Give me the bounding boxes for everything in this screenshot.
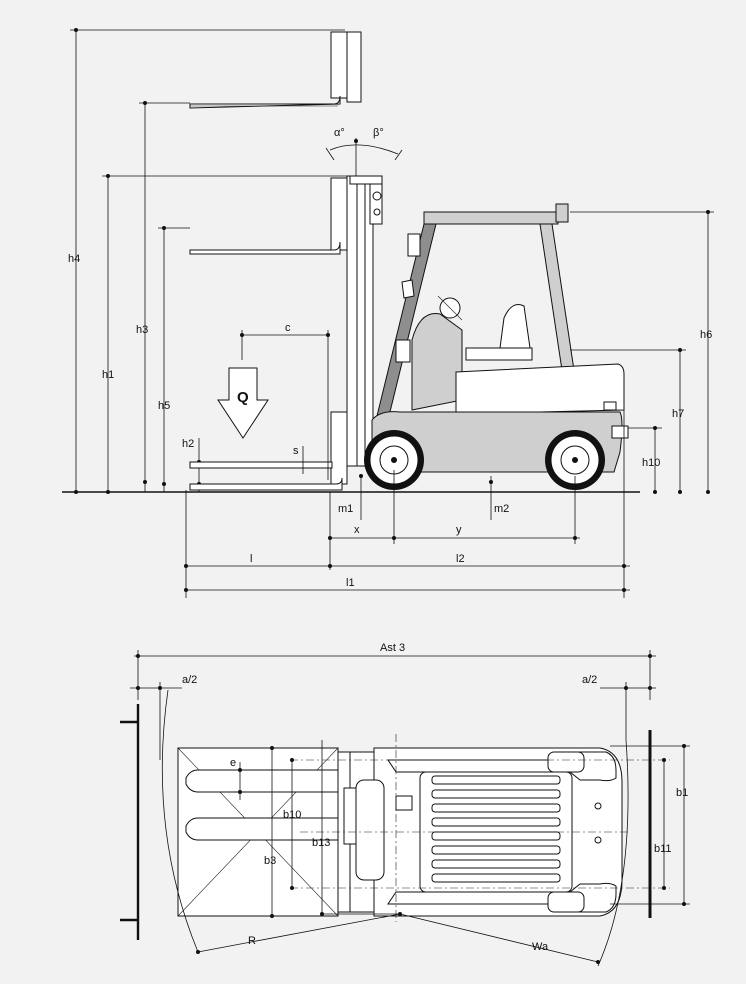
label-ast3: Ast 3 <box>380 642 405 654</box>
label-a2-left: a/2 <box>182 674 197 686</box>
label-a2-right: a/2 <box>582 674 597 686</box>
label-m2: m2 <box>494 503 509 515</box>
turning-arc-left <box>161 689 199 953</box>
label-Wa: Wa <box>532 941 549 953</box>
label-b3: b3 <box>264 855 276 867</box>
forks-lowered <box>189 411 348 491</box>
wheels-top <box>547 751 585 913</box>
aisle-dots <box>136 654 652 690</box>
label-l1: l1 <box>346 577 355 589</box>
label-Q: Q <box>237 389 249 406</box>
load-arrow <box>217 367 269 439</box>
dimension-dots-left <box>74 28 201 494</box>
label-l: l <box>250 553 252 565</box>
height-dimensions-right <box>570 211 714 492</box>
label-R: R <box>248 935 256 947</box>
label-c: c <box>285 322 291 334</box>
width-dots <box>238 744 686 918</box>
side-view: h4 h3 h1 h5 h2 <box>62 28 714 598</box>
turning-arc-right <box>597 739 629 967</box>
top-view: Ast 3 a/2 a/2 <box>120 642 690 967</box>
label-y: y <box>456 524 462 536</box>
label-h4: h4 <box>68 253 80 265</box>
raised-carriage-top <box>189 31 362 109</box>
label-b1: b1 <box>676 787 688 799</box>
rear-wheel <box>545 430 605 490</box>
mast <box>346 175 383 467</box>
dimension-dots-bottom <box>184 474 626 592</box>
raised-carriage-mid <box>189 177 348 255</box>
tilt-angle-indicator <box>325 138 403 176</box>
radius-Wa <box>399 913 599 963</box>
label-l2: l2 <box>456 553 465 565</box>
cab-interior <box>395 279 533 411</box>
aisle-dimensions <box>130 650 656 760</box>
height-dimensions-left <box>70 29 348 492</box>
label-b10: b10 <box>283 809 301 821</box>
label-b11: b11 <box>654 843 672 855</box>
label-h7: h7 <box>672 408 684 420</box>
label-h5: h5 <box>158 400 170 412</box>
label-h3: h3 <box>136 324 148 336</box>
label-b13: b13 <box>312 837 330 849</box>
label-beta: β° <box>373 127 384 139</box>
label-h2: h2 <box>182 438 194 450</box>
dimension-dots-right <box>653 210 710 494</box>
label-h1: h1 <box>102 369 114 381</box>
label-e: e <box>230 757 236 769</box>
label-h6: h6 <box>700 329 712 341</box>
label-h10: h10 <box>642 457 660 469</box>
aisle-wall-left <box>120 704 140 940</box>
label-alpha: α° <box>334 127 345 139</box>
seat-slats <box>431 775 561 883</box>
label-x: x <box>354 524 360 536</box>
label-s: s <box>293 445 299 457</box>
radius-R <box>197 913 401 953</box>
label-m1: m1 <box>338 503 353 515</box>
overhead-guard <box>375 203 581 421</box>
